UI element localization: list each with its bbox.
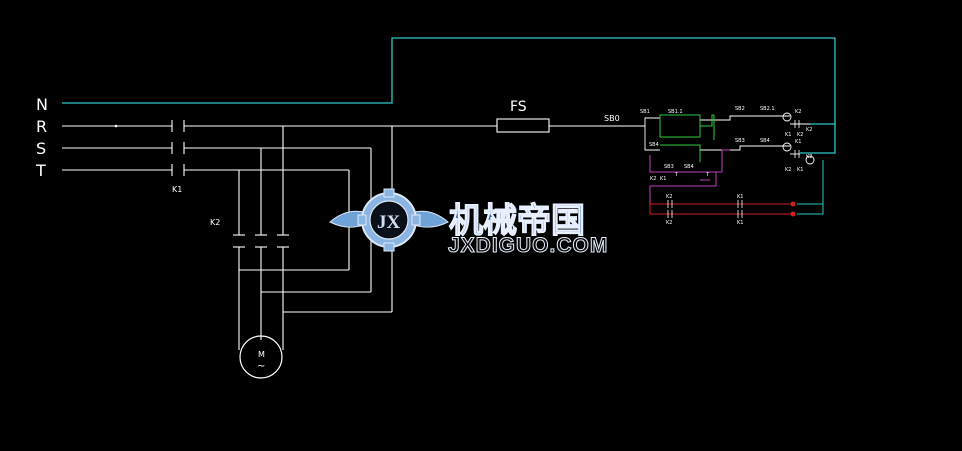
motor-label: M [258,350,265,359]
ctrl-label: K1 [785,132,791,138]
ctrl-label: K2 [666,220,672,226]
ctrl-label: SB4 [684,164,694,170]
stop-button: SB0 [604,114,636,127]
watermark-logo: JX [329,188,449,252]
k2-contactor [233,234,289,248]
ctrl-label: K2 [785,167,791,173]
motor-symbol: ~ [257,361,265,372]
watermark-logo-text: JX [377,212,401,233]
phase-labels: N R S T [35,95,48,180]
ctrl-label: K2 [650,176,656,182]
ctrl-label: K1 [797,167,803,173]
ctrl-label: K2 [806,127,812,133]
watermark: JX 机械帝国 JXDIGUO.COM [329,188,608,258]
ctrl-label: K1 [737,194,743,200]
ctrl-label: K2 [806,154,812,160]
ctrl-label: K1 [660,176,666,182]
phase-label-n: N [36,95,48,114]
ctrl-label: SB4 [760,138,770,144]
sb0-label: SB0 [604,114,620,123]
ctrl-label: SB3 [664,164,674,170]
k1-contactor [171,120,185,176]
phase-label-r: R [36,117,47,136]
ctrl-label: K2 [797,132,803,138]
watermark-cn-text: 机械帝国 [449,201,585,241]
k2-label: K2 [210,218,220,227]
k1-label: K1 [172,185,182,194]
ctrl-label: SB2 [735,106,745,112]
neutral-wire [62,37,836,154]
control-circuit: SB1 SB1.1 SB4 SB2 SB2.1 SB3 SB4 K1 K2 K2… [636,106,824,226]
ctrl-label: SB2.1 [760,106,775,112]
ctrl-label: K2 [666,194,672,200]
ctrl-label: T [674,172,679,178]
watermark-url-text: JXDIGUO.COM [448,234,608,257]
motor: M ~ [239,335,283,379]
ctrl-label: T [705,172,710,178]
phase-label-t: T [35,161,46,180]
ctrl-label: K1 [795,139,801,145]
ctrl-label: SB1 [640,109,650,115]
ctrl-label: K1 [737,220,743,226]
ctrl-label: SB3 [735,138,745,144]
ctrl-label: K2 [795,109,801,115]
junction-dot [114,124,118,128]
phase-label-s: S [36,139,46,158]
ctrl-label: SB4 [649,142,659,148]
fuse: FS [496,99,550,133]
ctrl-label: SB1.1 [668,109,683,115]
fuse-label: FS [510,99,527,115]
